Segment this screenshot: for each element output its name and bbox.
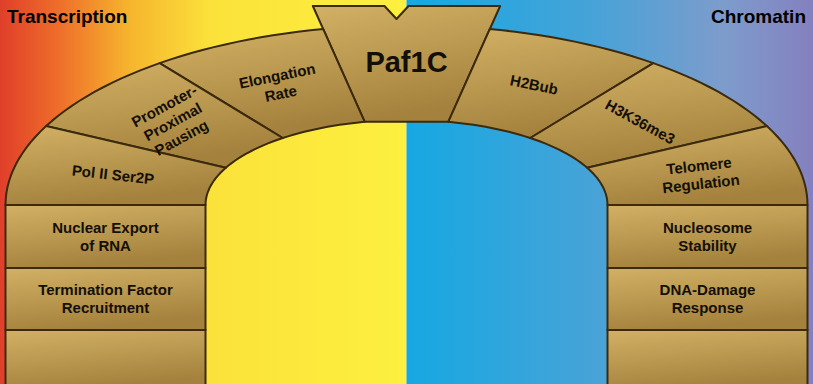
stone-shape [587,126,807,205]
pillar-stone: Termination Factor Recruitment [5,268,206,330]
pillar-stone: Nuclear Export of RNA [5,205,206,268]
stone-shape [6,268,206,330]
side-heading: Chromatin [711,6,806,28]
pillar-stone: Nucleosome Stability [607,205,808,268]
keystone-label: Paf1C [332,45,482,80]
stone-text: Nuclear Export of RNA [46,219,166,255]
base-stone [608,330,808,384]
arch-stone: Telomere Regulation [587,126,808,205]
pillar-stone: DNA-Damage Response [607,268,808,330]
stone-shape [608,268,808,330]
stone-shape [608,205,808,268]
stone-text: Termination Factor Recruitment [16,281,196,317]
stone-label: Nucleosome Stability [648,219,768,255]
stone-label: Nuclear Export of RNA [46,219,166,255]
stone-label: DNA-Damage Response [648,281,768,317]
stone-text: Nucleosome Stability [648,219,768,255]
side-heading: Transcription [7,6,127,28]
stone-text: Paf1C [332,45,482,80]
base-stone [6,330,206,384]
stone-label: Termination Factor Recruitment [16,281,196,317]
stone-text: DNA-Damage Response [648,281,768,317]
stone-shape [6,126,226,205]
stone-shape [6,205,206,268]
